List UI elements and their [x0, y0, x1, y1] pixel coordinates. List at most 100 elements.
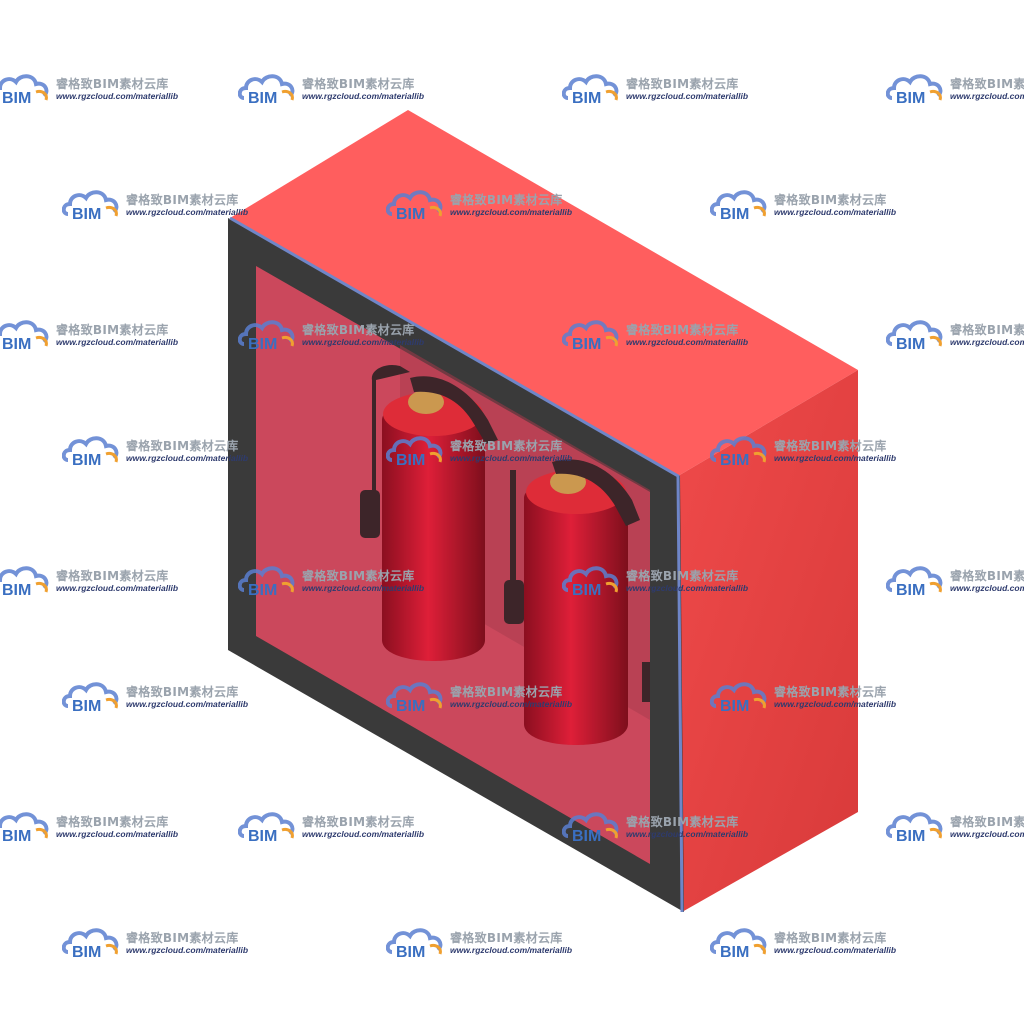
watermark-url: www.rgzcloud.com/materiallib	[774, 699, 897, 709]
svg-text:BIM: BIM	[396, 944, 425, 960]
watermark-url: www.rgzcloud.com/materiallib	[126, 945, 249, 955]
watermark-name: 睿格致BIM素材云库	[950, 815, 1024, 829]
watermark-url: www.rgzcloud.com/materiallib	[126, 453, 249, 463]
watermark-name: 睿格致BIM素材云库	[950, 323, 1024, 337]
bim-cloud-logo-icon: BIM	[562, 74, 619, 106]
watermark-url: www.rgzcloud.com/materiallib	[626, 829, 749, 839]
watermark-url: www.rgzcloud.com/materiallib	[56, 583, 179, 593]
bim-cloud-logo-icon: BIM	[62, 928, 119, 960]
watermark-name: 睿格致BIM素材云库	[774, 193, 887, 207]
cabinet-top	[230, 110, 858, 476]
svg-text:BIM: BIM	[720, 206, 749, 222]
watermark-name: 睿格致BIM素材云库	[626, 569, 739, 583]
svg-text:BIM: BIM	[396, 698, 425, 714]
watermark-url: www.rgzcloud.com/materiallib	[950, 91, 1024, 101]
bim-cloud-logo-icon: BIM	[710, 190, 767, 222]
watermark-name: 睿格致BIM素材云库	[450, 685, 563, 699]
svg-text:BIM: BIM	[72, 944, 101, 960]
watermark-url: www.rgzcloud.com/materiallib	[450, 453, 573, 463]
watermark-name: 睿格致BIM素材云库	[302, 323, 415, 337]
watermark-name: 睿格致BIM素材云库	[126, 193, 239, 207]
bim-cloud-logo-icon: BIM	[62, 682, 119, 714]
svg-text:BIM: BIM	[2, 828, 31, 844]
svg-text:BIM: BIM	[720, 698, 749, 714]
watermark: BIM睿格致BIM素材云库www.rgzcloud.com/materialli…	[886, 70, 1024, 110]
svg-text:BIM: BIM	[396, 206, 425, 222]
bim-cloud-logo-icon: BIM	[0, 74, 49, 106]
svg-text:BIM: BIM	[72, 698, 101, 714]
watermark-url: www.rgzcloud.com/materiallib	[626, 91, 749, 101]
watermark-url: www.rgzcloud.com/materiallib	[950, 583, 1024, 593]
watermark-name: 睿格致BIM素材云库	[450, 193, 563, 207]
cabinet-side	[678, 370, 858, 912]
svg-text:BIM: BIM	[248, 336, 277, 352]
watermark: BIM 睿格致BIM素材云库www.rgzcloud.com/materialli…	[886, 562, 1024, 602]
bim-cloud-logo-icon: BIM	[386, 436, 443, 468]
svg-text:BIM: BIM	[896, 828, 925, 844]
watermark-url: www.rgzcloud.com/materiallib	[450, 945, 573, 955]
bim-cloud-logo-icon: BIM	[562, 812, 619, 844]
watermark-url: www.rgzcloud.com/materiallib	[950, 829, 1024, 839]
svg-text:BIM: BIM	[248, 582, 277, 598]
watermark-name: 睿格致BIM素材云库	[302, 815, 415, 829]
watermark-url: www.rgzcloud.com/materiallib	[302, 829, 425, 839]
bim-cloud-logo-icon: BIM	[238, 320, 295, 352]
svg-text:BIM: BIM	[572, 90, 601, 106]
svg-text:BIM: BIM	[572, 828, 601, 844]
watermark-name: 睿格致BIM素材云库	[950, 569, 1024, 583]
watermark-url: www.rgzcloud.com/materiallib	[774, 207, 897, 217]
watermark-name: 睿格致BIM素材云库	[450, 931, 563, 945]
extinguisher-left	[360, 364, 498, 661]
bim-cloud-logo-icon: BIM	[62, 436, 119, 468]
watermark-name: 睿格致BIM素材云库	[56, 323, 169, 337]
bim-cloud-logo-icon: BIM	[886, 320, 943, 352]
watermark-url: www.rgzcloud.com/materiallib	[56, 91, 179, 101]
watermark-url: www.rgzcloud.com/materiallib	[302, 91, 425, 101]
svg-text:BIM: BIM	[896, 336, 925, 352]
bim-cloud-logo-icon: BIM	[886, 812, 943, 844]
bim-cloud-logo-icon: BIM	[386, 190, 443, 222]
bim-cloud-logo-icon: BIM	[386, 928, 443, 960]
watermark-name: 睿格致BIM素材云库	[450, 439, 563, 453]
watermark-name: 睿格致BIM素材云库	[56, 815, 169, 829]
svg-text:BIM: BIM	[720, 944, 749, 960]
svg-text:BIM: BIM	[248, 90, 277, 106]
watermark-url: www.rgzcloud.com/materiallib	[626, 583, 749, 593]
bim-cloud-logo-icon: BIM	[562, 320, 619, 352]
watermark-url: www.rgzcloud.com/materiallib	[950, 337, 1024, 347]
bim-cloud-logo-icon: BIM	[0, 812, 49, 844]
svg-text:BIM: BIM	[572, 336, 601, 352]
watermark-url: www.rgzcloud.com/materiallib	[450, 699, 573, 709]
watermark-name: 睿格致BIM素材云库	[56, 569, 169, 583]
bim-cloud-logo-icon: BIM	[886, 566, 943, 598]
watermark-name: 睿格致BIM素材云库	[774, 439, 887, 453]
bim-cloud-logo-icon: BIM	[710, 928, 767, 960]
svg-text:BIM: BIM	[2, 90, 31, 106]
watermark: BIM 睿格致BIM素材云库www.rgzcloud.com/materialli…	[886, 316, 1024, 356]
watermark: BIM 睿格致BIM素材云库www.rgzcloud.com/materialli…	[886, 808, 1024, 848]
bim-cloud-logo-icon: BIM	[62, 190, 119, 222]
watermark-name: 睿格致BIM素材云库	[126, 931, 239, 945]
svg-text:BIM: BIM	[572, 582, 601, 598]
watermark-name: 睿格致BIM素材云库	[302, 569, 415, 583]
watermark-name: 睿格致BIM素材云库	[302, 77, 415, 91]
svg-text:BIM: BIM	[72, 452, 101, 468]
watermark-name: 睿格致BIM素材云库	[774, 685, 887, 699]
watermark-url: www.rgzcloud.com/materiallib	[126, 207, 249, 217]
svg-text:BIM: BIM	[396, 452, 425, 468]
